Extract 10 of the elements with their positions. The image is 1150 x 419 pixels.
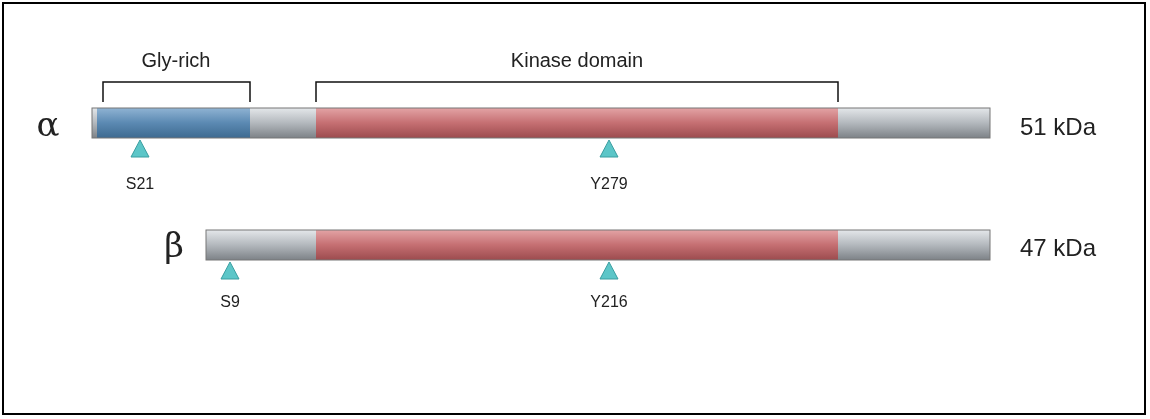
mass-label: 47 kDa — [1020, 236, 1096, 260]
mass-label: 51 kDa — [1020, 115, 1096, 139]
site-label: S9 — [220, 294, 240, 310]
site-label: S21 — [125, 176, 155, 192]
domain-label: Kinase domain — [510, 50, 644, 70]
isoform-label: α — [36, 107, 60, 141]
site-label: Y279 — [590, 176, 628, 192]
site-label: Y216 — [590, 294, 628, 310]
isoform-label: β — [164, 228, 184, 262]
domain-label: Gly-rich — [141, 50, 211, 70]
